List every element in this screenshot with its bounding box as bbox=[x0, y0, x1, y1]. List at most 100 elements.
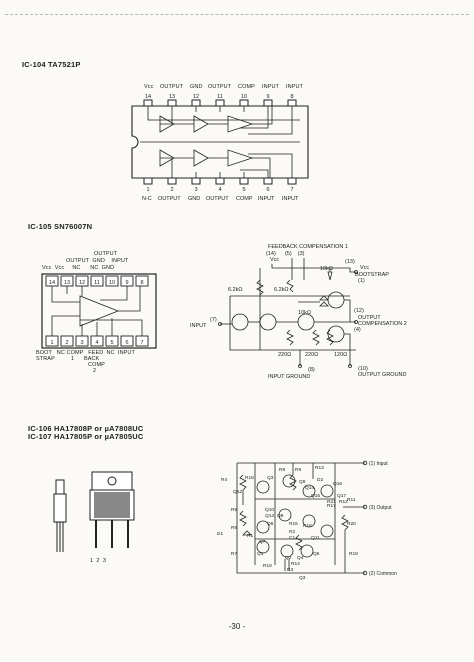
ic104-top-label: GND bbox=[190, 84, 203, 90]
schematic-bootstrap: BOOTSTRAP bbox=[355, 272, 389, 278]
regulator-component-label: Q8 bbox=[277, 513, 284, 519]
regulator-component-label: Q7 bbox=[259, 539, 266, 545]
regulator-component-label: Q10 bbox=[265, 507, 274, 513]
ic104-top-labels: Vcc OUTPUT GND OUTPUT COMP INPUT INPUT bbox=[140, 84, 310, 96]
schematic-r-220b: 220Ω bbox=[305, 352, 318, 358]
ic105-label-output: OUTPUT bbox=[94, 251, 118, 257]
ic104-pin-3: 3 bbox=[194, 187, 197, 193]
to220-package-drawing bbox=[53, 471, 135, 552]
ic104-bottom-label: OUTPUT bbox=[158, 196, 181, 202]
regulator-component-label: R19 bbox=[349, 551, 358, 557]
ic106-title-line1: IC-106 HA17808P or µA7808UC bbox=[28, 424, 144, 433]
schematic-vcc: Vcc bbox=[270, 257, 279, 263]
regulator-component-label: R12 bbox=[339, 499, 348, 505]
regulator-component-label: R7 bbox=[231, 551, 237, 557]
ic104-bottom-label: INPUT bbox=[258, 196, 275, 202]
ic105-pin-4: 4 bbox=[95, 340, 98, 346]
regulator-common-label: (2) Common bbox=[369, 571, 397, 577]
ic104-bottom-label: N-C bbox=[142, 196, 152, 202]
regulator-component-label: Q9 bbox=[299, 479, 306, 485]
regulator-component-label: R17 bbox=[327, 503, 336, 509]
ic104-pinout-diagram: 14 13 12 11 10 9 8 1 2 3 4 5 6 7 bbox=[131, 94, 309, 202]
ic104-pin-8: 8 bbox=[290, 94, 293, 100]
schematic-output: OUTPUT bbox=[358, 315, 381, 321]
regulator-component-label: Q5 bbox=[313, 551, 320, 557]
ic104-pin-6: 6 bbox=[266, 187, 269, 193]
ic105-pin-1: 1 bbox=[50, 340, 53, 346]
ic104-pin-4: 4 bbox=[218, 187, 221, 193]
ic105-pin-2: 2 bbox=[65, 340, 68, 346]
schematic-pin-nums: (14) (5) (3) bbox=[266, 251, 305, 257]
ic105-pinout-diagram: 14 13 12 11 10 9 8 1 2 3 4 5 6 7 bbox=[41, 273, 157, 349]
ic105-label-vcc-nc: Vcc Vcc NC NC GND bbox=[42, 265, 115, 271]
ic105-bottom-label-1: BOOT NC COMP FEED NC INPUT bbox=[36, 350, 135, 356]
regulator-component-label: R8 bbox=[279, 467, 285, 473]
regulator-component-label: Q6 bbox=[267, 521, 274, 527]
regulator-component-label: Q13 bbox=[265, 513, 274, 519]
ic105-pin-6: 6 bbox=[125, 340, 128, 346]
schematic-pin7: (7) bbox=[210, 317, 217, 323]
regulator-component-label: R6 bbox=[231, 525, 237, 531]
regulator-component-label: R21 bbox=[327, 499, 336, 505]
regulator-component-label: R9 bbox=[295, 467, 301, 473]
ic105-bottom-label-2: STRAP 1 BACK bbox=[36, 356, 100, 362]
regulator-component-label: R13 bbox=[315, 465, 324, 471]
schematic-compensation2: COMPENSATION 2 bbox=[358, 321, 407, 327]
ic104-bottom-label: INPUT bbox=[282, 196, 299, 202]
ic104-top-label: Vcc bbox=[144, 84, 154, 90]
ic104-top-label: COMP bbox=[238, 84, 255, 90]
regulator-component-label: Q16 bbox=[333, 481, 342, 487]
regulator-component-label: Q11 bbox=[311, 535, 320, 541]
ic104-pin-1: 1 bbox=[146, 187, 149, 193]
ic104-top-label: OUTPUT bbox=[160, 84, 184, 90]
regulator-component-label: R18 bbox=[245, 475, 254, 481]
regulator-component-label: R20 bbox=[347, 521, 356, 527]
regulator-component-label: R16 bbox=[303, 523, 312, 529]
schematic-r-120: 120Ω bbox=[334, 352, 347, 358]
ic105-pin-10: 10 bbox=[109, 280, 115, 286]
ic104-pin-10: 10 bbox=[241, 94, 247, 100]
regulator-component-label: D2 bbox=[317, 477, 323, 483]
ic105-bottom-label-4: 2 bbox=[93, 368, 97, 374]
regulator-component-label: R4 bbox=[221, 477, 227, 483]
ic106-title-line2: IC-107 HA17805P or µA7805UC bbox=[28, 432, 144, 441]
regulator-component-label: R3 bbox=[287, 567, 293, 573]
ic105-pin-12: 12 bbox=[79, 280, 85, 286]
regulator-component-label: R10 bbox=[263, 563, 272, 569]
regulator-schematic: (1) Input (3) Output (2) Common R8 R9 R13R… bbox=[217, 460, 397, 581]
top-scan-line bbox=[5, 14, 469, 15]
schematic-r-10k: 10kΩ bbox=[320, 266, 333, 272]
ic105-pin-8: 8 bbox=[140, 280, 143, 286]
schematic-pin12: (12) bbox=[354, 308, 364, 314]
regulator-component-label: R1 bbox=[247, 533, 253, 539]
ic104-pin-7: 7 bbox=[290, 187, 293, 193]
regulator-input-label: (1) Input bbox=[369, 461, 388, 467]
schematic-r-6k2-a: 6.2kΩ bbox=[228, 287, 243, 293]
ic104-top-label: INPUT bbox=[262, 84, 279, 90]
ic104-bottom-label: GND bbox=[188, 196, 200, 202]
ic105-label-output-gnd-input: OUTPUT GND INPUT bbox=[66, 258, 129, 264]
regulator-component-label: Q17 bbox=[337, 493, 346, 499]
ic104-pin-12: 12 bbox=[193, 94, 199, 100]
schematic-pin8: (8) bbox=[308, 367, 315, 373]
schematic-r-10k2: 10kΩ bbox=[298, 310, 311, 316]
ic105-title: IC-105 SN76007N bbox=[28, 222, 93, 231]
schematic-pin13: (13) bbox=[345, 259, 355, 265]
schematic-pin4: (4) bbox=[354, 327, 361, 333]
ic104-bottom-label: COMP bbox=[236, 196, 253, 202]
ic104-title: IC-104 TA7521P bbox=[22, 60, 81, 69]
ic105-pin-5: 5 bbox=[110, 340, 113, 346]
regulator-component-label: Q14 bbox=[305, 485, 314, 491]
regulator-output-label: (3) Output bbox=[369, 505, 392, 511]
ic105-pin-9: 9 bbox=[125, 280, 128, 286]
schematic-r-220a: 220Ω bbox=[278, 352, 291, 358]
ic105-pin-7: 7 bbox=[140, 340, 143, 346]
schematic-pin13-vcc: Vcc bbox=[360, 265, 369, 271]
regulator-component-label: Q4 bbox=[297, 555, 304, 561]
regulator-component-label: Q3 bbox=[299, 575, 306, 581]
regulator-component-label: R15 bbox=[289, 521, 298, 527]
regulator-component-label: R2 bbox=[289, 529, 295, 535]
schematic-output-ground: OUTPUT GROUND bbox=[358, 372, 407, 378]
schematic-pin1: (1) bbox=[358, 278, 365, 284]
